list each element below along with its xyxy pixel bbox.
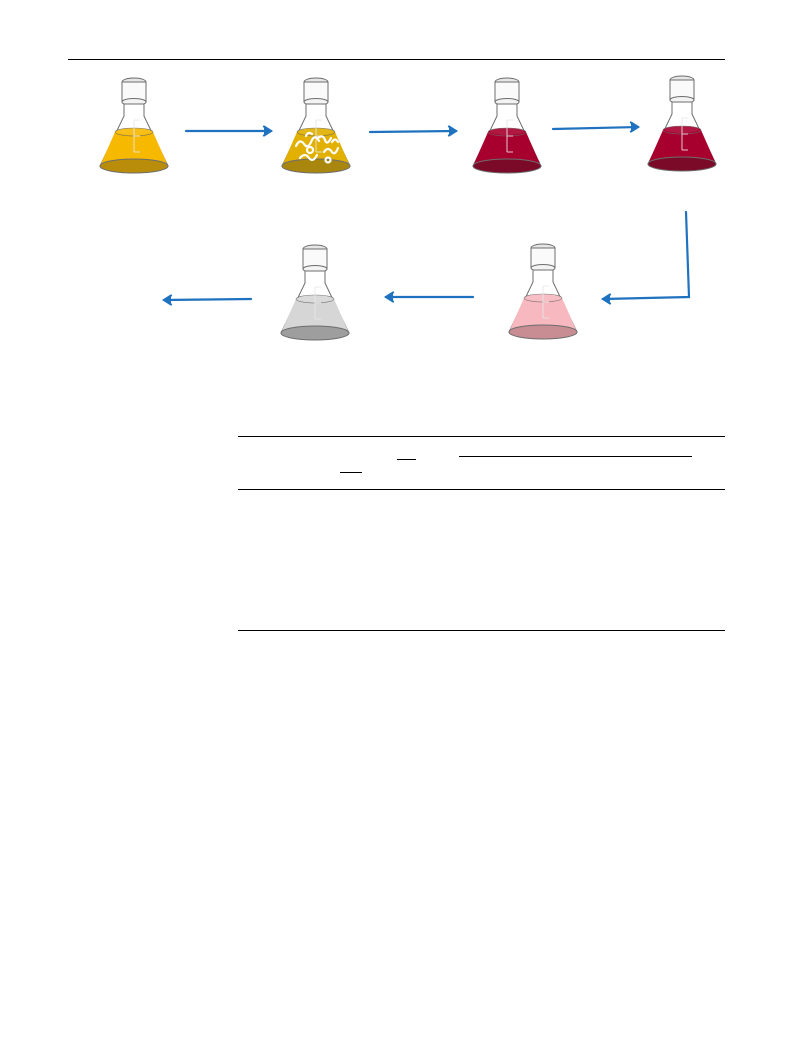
table-top-rule — [238, 436, 725, 437]
flask-3 — [467, 76, 547, 176]
table-bottom-rule — [238, 630, 725, 631]
flask-4 — [642, 74, 722, 174]
table-header-span-rule — [459, 456, 692, 457]
header-rule — [68, 59, 725, 60]
arrow-flask2-to-flask3-head — [447, 125, 459, 137]
arrow-flask3-to-flask4 — [551, 125, 640, 131]
table-header-short-rule-1 — [340, 472, 362, 473]
flask-5-graphic — [508, 243, 578, 340]
flask-6 — [275, 243, 355, 343]
flask-1 — [94, 76, 174, 176]
flask-2 — [276, 76, 356, 176]
flask-2-graphic — [281, 77, 351, 174]
arrow-flask4-to-flask5-head — [600, 293, 612, 305]
flask-6-graphic — [280, 244, 350, 341]
arrow-flask2-to-flask3 — [368, 129, 458, 134]
arrow-flask1-to-flask2-head — [262, 125, 274, 137]
arrow-flask6-out-head — [161, 294, 173, 306]
flask-5 — [503, 242, 583, 342]
table-header-short-rule-2 — [397, 459, 416, 460]
arrow-flask3-to-flask4-head — [629, 121, 641, 133]
arrow-flask5-to-flask6-head — [383, 291, 395, 303]
flask-4-graphic — [647, 75, 717, 172]
flask-2-debris — [294, 131, 340, 164]
arrow-flask6-out — [162, 297, 253, 302]
flask-3-graphic — [472, 77, 542, 174]
table-midrule — [238, 489, 725, 490]
flask-1-graphic — [99, 77, 169, 174]
arrow-flask4-to-flask5 — [601, 210, 691, 301]
